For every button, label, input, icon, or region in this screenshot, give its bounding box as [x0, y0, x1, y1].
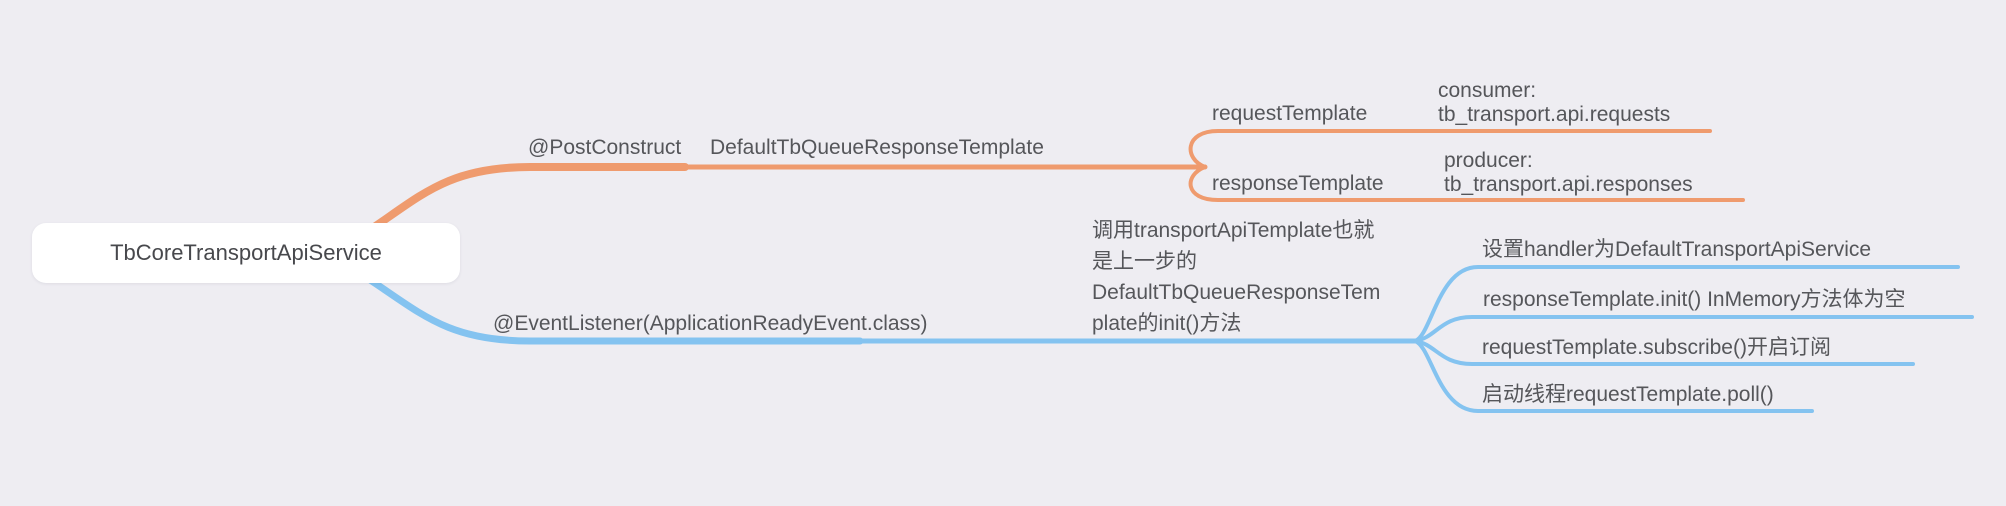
branch-line-leaf-subscribe: [1413, 339, 1915, 366]
root-topic[interactable]: TbCoreTransportApiService: [32, 223, 460, 283]
topic-leaf-start-poll[interactable]: 启动线程requestTemplate.poll(): [1482, 383, 1774, 406]
branch-line-response-template: [1188, 165, 1745, 202]
topic-response-template[interactable]: responseTemplate: [1212, 172, 1384, 195]
topic-init-note[interactable]: 调用transportApiTemplate也就 是上一步的 DefaultTb…: [1092, 219, 1381, 335]
branch-line-leaf-handler: [1413, 265, 1960, 343]
topic-leaf-response-init[interactable]: responseTemplate.init() InMemory方法体为空: [1483, 288, 1906, 311]
branch-line-request-template: [1188, 129, 1712, 169]
topic-producer-detail[interactable]: producer: tb_transport.api.responses: [1444, 149, 1693, 196]
topic-request-template[interactable]: requestTemplate: [1212, 102, 1368, 125]
branch-line-leaf-init: [1413, 315, 1974, 343]
root-topic-label: TbCoreTransportApiService: [110, 240, 382, 265]
topic-default-tb-queue-response-template[interactable]: DefaultTbQueueResponseTemplate: [710, 136, 1044, 159]
branch-line-leaf-poll: [1413, 339, 1814, 413]
topic-post-construct[interactable]: @PostConstruct: [528, 136, 682, 159]
topic-leaf-set-handler[interactable]: 设置handler为DefaultTransportApiService: [1482, 238, 1872, 261]
topic-event-listener[interactable]: @EventListener(ApplicationReadyEvent.cla…: [493, 312, 928, 335]
topic-consumer-detail[interactable]: consumer: tb_transport.api.requests: [1438, 79, 1671, 126]
topic-leaf-request-subscribe[interactable]: requestTemplate.subscribe()开启订阅: [1482, 336, 1831, 359]
